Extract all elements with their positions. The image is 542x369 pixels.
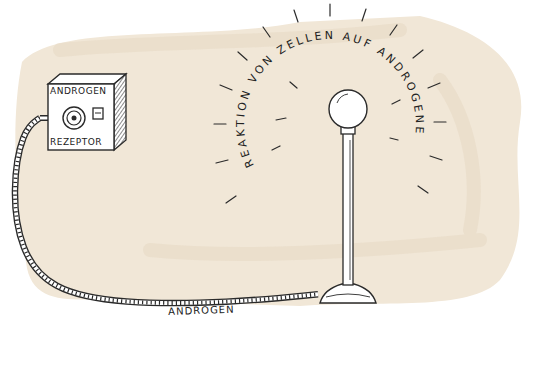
lamp-base xyxy=(320,284,376,303)
lamp-stem xyxy=(343,133,353,285)
box-side xyxy=(114,74,126,150)
glow-ray xyxy=(226,196,236,203)
glow-ray xyxy=(390,138,398,140)
glow-ray xyxy=(418,186,428,193)
glow-ray xyxy=(238,52,247,60)
lamp-outline xyxy=(318,85,378,310)
box-label: REZEPTOR xyxy=(50,137,102,147)
glow-ray xyxy=(272,146,280,150)
glow-ray xyxy=(214,123,226,124)
cable-line xyxy=(15,118,318,303)
socket-ring xyxy=(67,111,81,125)
cable-core xyxy=(15,118,318,303)
cable-label: ANDROGEN xyxy=(168,304,235,317)
glow-ray xyxy=(430,156,442,160)
glow-ray xyxy=(392,100,400,104)
glow-ray xyxy=(413,50,423,58)
glow-rays xyxy=(214,4,446,203)
watercolor-texture xyxy=(60,30,480,254)
glow-ray xyxy=(390,25,397,35)
arc-caption: REAKTION VON ZELLEN AUF ANDROGENE xyxy=(234,29,426,170)
glow-ray xyxy=(434,121,446,122)
socket-pin xyxy=(72,116,77,121)
watercolor-blob xyxy=(15,16,521,306)
stem-shade xyxy=(350,140,351,280)
light-bulb xyxy=(329,90,367,128)
glow-ray xyxy=(290,82,297,88)
switch-mark xyxy=(95,113,101,114)
lamp: REAKTION VON ZELLEN AUF ANDROGENE xyxy=(318,85,378,310)
cable xyxy=(15,118,318,303)
box-label: ANDROGEN xyxy=(50,86,107,96)
box-front xyxy=(48,84,114,150)
glow-ray xyxy=(220,85,232,90)
receptor-box: ANDROGEN REZEPTOR xyxy=(40,70,132,154)
glow-ray xyxy=(276,118,286,120)
glow-ray xyxy=(329,4,330,16)
glow-ray xyxy=(294,10,298,22)
glow-ray xyxy=(263,27,270,37)
base-shade xyxy=(326,294,370,297)
cable-twist xyxy=(15,118,318,303)
glow-ray xyxy=(428,83,440,88)
glow-ray xyxy=(216,160,228,163)
switch xyxy=(93,108,103,119)
socket xyxy=(63,107,85,129)
glow-ray xyxy=(362,9,366,21)
bulb-highlight xyxy=(337,94,348,103)
box-top xyxy=(48,74,126,84)
